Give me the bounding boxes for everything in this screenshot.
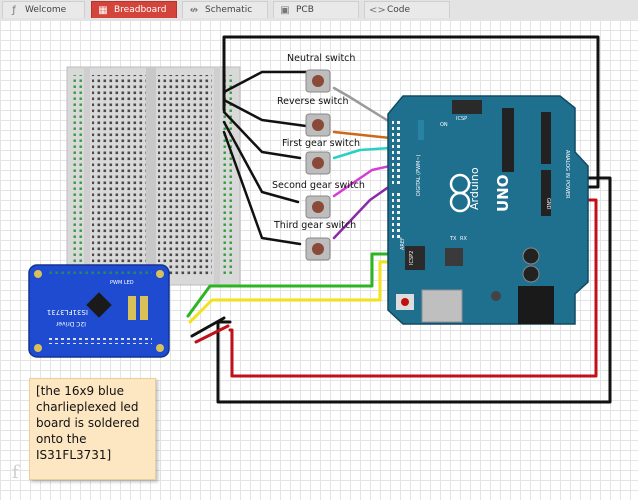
led-board-subtitle: I2C Driver [55,320,86,327]
label-second-gear-switch: Second gear switch [272,180,365,191]
power-header [541,170,551,216]
on-label: ON [440,122,448,128]
tab-schematic[interactable]: ↮ Schematic [182,1,268,18]
switch-second-gear[interactable] [305,195,331,219]
usb-port [421,289,463,323]
arduino-brand-label: Arduino [468,167,481,210]
switch-first-gear[interactable] [305,151,331,175]
analog-header [541,112,551,164]
icsp2-label: ICSP2 [409,251,415,265]
icsp2-header [405,246,425,270]
fritzing-f-icon: ƒ [12,4,16,16]
left-header-pins [392,118,402,186]
label-first-gear-switch: First gear switch [282,138,360,149]
label-third-gear-switch: Third gear switch [274,220,357,231]
switch-neutral[interactable] [305,69,331,93]
tab-code[interactable]: <>Code [364,1,450,18]
uno-label: UNO [494,175,512,213]
push-switches[interactable] [305,69,331,261]
power-jack [518,286,554,324]
switch-reverse[interactable] [305,113,331,137]
left-header-pins-2 [392,190,402,240]
digital-label: DIGITAL (PWM~) [416,154,422,196]
analog-label: ANALOG IN [564,150,570,178]
breadboard[interactable] [66,66,241,286]
schematic-icon: ↮ [189,4,199,16]
fritzing-watermark-logo: f [12,462,19,483]
digital-header [502,108,514,172]
aref-label: AREF [400,237,406,250]
sticky-note[interactable]: [the 16x9 blue charlieplexed led board i… [29,378,156,480]
tab-schematic-label: Schematic [205,5,253,15]
tab-breadboard-label: Breadboard [114,5,167,15]
driver-chip [86,292,112,318]
tab-pcb[interactable]: ▣ PCB [273,1,359,18]
switch-third-gear[interactable] [305,237,331,261]
led-board-title: IS31FL3731 [47,308,88,316]
led-board-chip-label: PWM LED [110,280,134,286]
tab-welcome[interactable]: ƒ Welcome [2,1,85,18]
label-reverse-switch: Reverse switch [277,96,349,107]
reset-button[interactable] [401,298,409,306]
tx-label: TX [449,236,457,242]
reset-label: RESET [383,295,389,312]
tab-breadboard[interactable]: ▦ Breadboard [91,1,177,18]
code-icon: <> [369,4,386,16]
tab-bar: ƒ Welcome ▦ Breadboard ↮ Schematic ▣ PCB <>C… [0,0,638,21]
label-neutral-switch: Neutral switch [287,53,356,64]
icsp-label: ICSP [456,116,467,122]
tab-welcome-label: Welcome [25,5,67,15]
gnd-label: GND [545,198,551,210]
power-label: POWER [564,180,570,199]
tab-pcb-label: PCB [296,5,314,15]
breadboard-icon: ▦ [98,4,108,16]
pcb-icon: ▣ [280,4,290,16]
is31fl3731-led-board[interactable]: IS31FL3731 I2C Driver PWM LED [28,264,170,358]
tab-code-label: Code [387,5,411,15]
arduino-uno[interactable]: Arduino UNO DIGITAL (PWM~) ANALOG IN POW… [383,95,589,325]
rx-label: RX [460,236,467,242]
